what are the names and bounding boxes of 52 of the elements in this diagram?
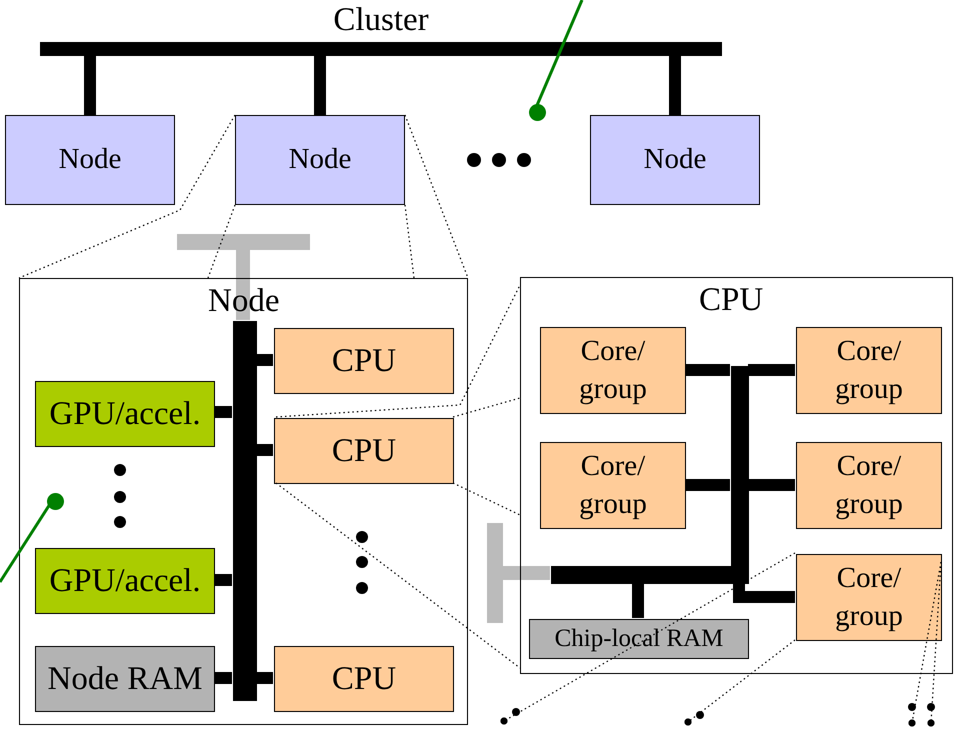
memory-box: Chip-local RAM [529, 619, 749, 659]
pointer-dot [529, 104, 546, 121]
processor-box: Core/ group [796, 554, 942, 641]
bus-connector [733, 583, 795, 603]
bus-connector [314, 56, 326, 115]
zoom-guide-line [452, 482, 520, 516]
zoom-guide-line [452, 397, 520, 418]
bus-connector [669, 56, 681, 115]
processor-box: Core/ group [540, 442, 686, 529]
zoom-guide-line [18, 114, 236, 279]
zoom-guide-line [276, 482, 520, 668]
zoom-guide-line [908, 562, 942, 727]
bus-bar [551, 366, 749, 584]
processor-box: Core/ group [540, 327, 686, 414]
zoom-guide-line [207, 204, 236, 278]
processor-box: CPU [274, 328, 454, 394]
zoom-guide-line [276, 284, 521, 418]
node-box: Node [590, 115, 760, 205]
accelerator-box: GPU/accel. [35, 548, 215, 614]
bus-connector [84, 56, 96, 115]
zoom-guide-line [684, 640, 796, 726]
leader-line [0, 503, 52, 583]
processor-box: Core/ group [796, 327, 942, 414]
node-frame [19, 278, 468, 725]
accelerator-box: GPU/accel. [35, 381, 215, 447]
bus-connector [214, 672, 232, 684]
zoom-guide-line [404, 114, 469, 278]
node-box: Node [235, 115, 405, 205]
zoom-guide-line [404, 204, 415, 278]
memory-box: Node RAM [35, 646, 215, 712]
zoom-guide-line [927, 562, 942, 727]
node-frame [520, 277, 953, 674]
bus-connector [214, 406, 232, 418]
cluster-title: Cluster [332, 2, 430, 38]
bus-connector [256, 354, 273, 366]
processor-box: Core/ group [796, 442, 942, 529]
bus-connector [685, 364, 730, 376]
zoom-guide-line [500, 552, 796, 725]
processor-box: CPU [274, 418, 454, 484]
bus-connector [256, 672, 273, 684]
frame-title: Node [208, 283, 280, 320]
bus-connector [214, 574, 232, 586]
bus-connector [748, 479, 795, 491]
bus-connector [256, 444, 273, 456]
bus-connector [748, 364, 795, 376]
bus-connector [632, 583, 644, 618]
node-box: Node [5, 115, 175, 205]
bus-bar [233, 321, 257, 701]
processor-box: CPU [274, 646, 454, 712]
frame-title: CPU [699, 282, 764, 318]
pointer-dot [47, 493, 64, 510]
bus-connector [685, 479, 730, 491]
